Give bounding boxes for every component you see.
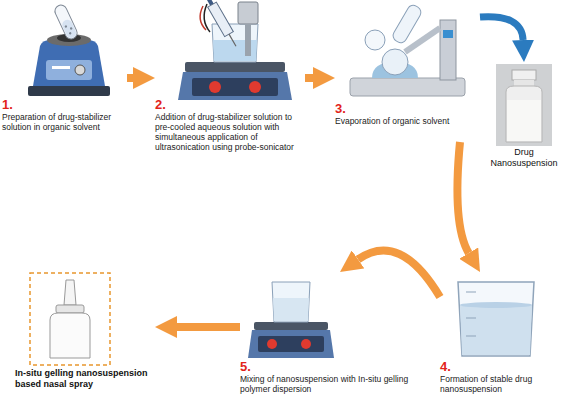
vial-photo xyxy=(496,64,552,146)
flow-arrow xyxy=(457,142,468,253)
flow-arrow xyxy=(480,17,523,40)
stirrer-body xyxy=(248,330,334,358)
graduation-mark xyxy=(466,336,476,337)
evaporating-flask xyxy=(382,49,408,75)
step-number: 4. xyxy=(440,360,562,374)
tube-particle xyxy=(64,25,67,28)
flow-arrow xyxy=(305,74,313,82)
syringe-barrel xyxy=(208,2,234,36)
stirrer-panel xyxy=(258,336,324,352)
step-number: 1. xyxy=(2,98,127,112)
mixing-setup xyxy=(248,282,334,358)
stirrer-plate xyxy=(254,322,328,330)
flow-arrow xyxy=(358,250,440,297)
product-photo: Drug Nanosuspension xyxy=(488,62,560,182)
step-caption: Formation of stable drug nanosuspension xyxy=(440,374,562,394)
stirrer-knob xyxy=(209,81,221,93)
step-caption: Addition of drug-stabilizer solution to … xyxy=(155,112,305,152)
step-caption: Mixing of nanosuspension with In-situ ge… xyxy=(240,374,420,394)
stirrer-body xyxy=(178,72,292,100)
step-number: 3. xyxy=(335,102,480,116)
photo-background xyxy=(496,64,552,146)
process-step: 3.Evaporation of organic solvent xyxy=(335,2,480,142)
process-step: 5.Mixing of nanosuspension with In-situ … xyxy=(240,272,420,407)
mixer-panel xyxy=(46,60,92,80)
stirrer-knob xyxy=(267,339,277,349)
beaker-glass xyxy=(272,282,310,322)
vial-cap xyxy=(512,70,536,80)
dashed-frame xyxy=(30,273,110,365)
tube-particle xyxy=(70,27,73,30)
process-step: 4.Formation of stable drug nanosuspensio… xyxy=(440,272,562,407)
vial-neck xyxy=(514,80,534,86)
flow-arrow xyxy=(127,74,133,82)
condenser xyxy=(391,3,423,45)
vial-liquid xyxy=(507,100,541,141)
graduation-mark xyxy=(466,292,476,293)
final-product: In-situ gelling nanosuspension based nas… xyxy=(15,268,155,408)
product-label: In-situ gelling nanosuspension based nas… xyxy=(15,368,155,390)
syringe xyxy=(203,0,241,49)
nasal-spray xyxy=(30,273,110,365)
stirrer-knob xyxy=(301,339,311,349)
spray-bottle xyxy=(50,313,90,358)
step-number: 5. xyxy=(240,360,420,374)
step-caption: Evaporation of organic solvent xyxy=(335,116,480,126)
mixer-body xyxy=(33,40,105,86)
beaker-liquid xyxy=(460,305,532,355)
beaker-glass xyxy=(458,282,534,356)
flow-arrow xyxy=(177,323,240,331)
tube-particle xyxy=(69,32,72,35)
product-label: Drug Nanosuspension xyxy=(488,147,560,169)
stirrer-plate xyxy=(185,62,285,72)
step-number: 2. xyxy=(155,98,305,112)
vortex-mixer xyxy=(28,3,110,96)
rotary-evaporator xyxy=(350,3,465,96)
tube-liquid xyxy=(61,18,78,39)
beaker-glass xyxy=(212,24,258,62)
rotavap-base xyxy=(350,78,465,96)
panel-mark xyxy=(52,66,70,69)
spray-collar xyxy=(56,305,84,313)
test-tube xyxy=(53,3,79,41)
mixer-base xyxy=(28,86,110,96)
tube-glass xyxy=(53,3,79,41)
mixer-knob xyxy=(75,65,85,75)
nanosuspension-beaker xyxy=(458,282,534,356)
vial-body xyxy=(506,86,542,142)
step-caption: Preparation of drug-stabilizer solution … xyxy=(2,112,127,132)
stirrer-knob xyxy=(249,81,261,93)
liquid-surface xyxy=(460,302,532,308)
probe-rod xyxy=(245,24,251,56)
syringe-needle xyxy=(229,34,236,46)
rotavap-tower xyxy=(440,20,456,80)
stirrer-panel xyxy=(192,78,278,96)
sonication-setup xyxy=(178,0,292,100)
process-step: 1.Preparation of drug-stabilizer solutio… xyxy=(2,2,127,157)
graduation-mark xyxy=(466,318,476,319)
process-step: 2.Addition of drug-stabilizer solution t… xyxy=(155,2,305,172)
rotavap-screen xyxy=(443,30,453,38)
spray-nozzle xyxy=(64,280,76,305)
beaker-liquid xyxy=(273,298,309,321)
probe-housing xyxy=(238,2,258,24)
receiving-flask xyxy=(365,30,385,50)
